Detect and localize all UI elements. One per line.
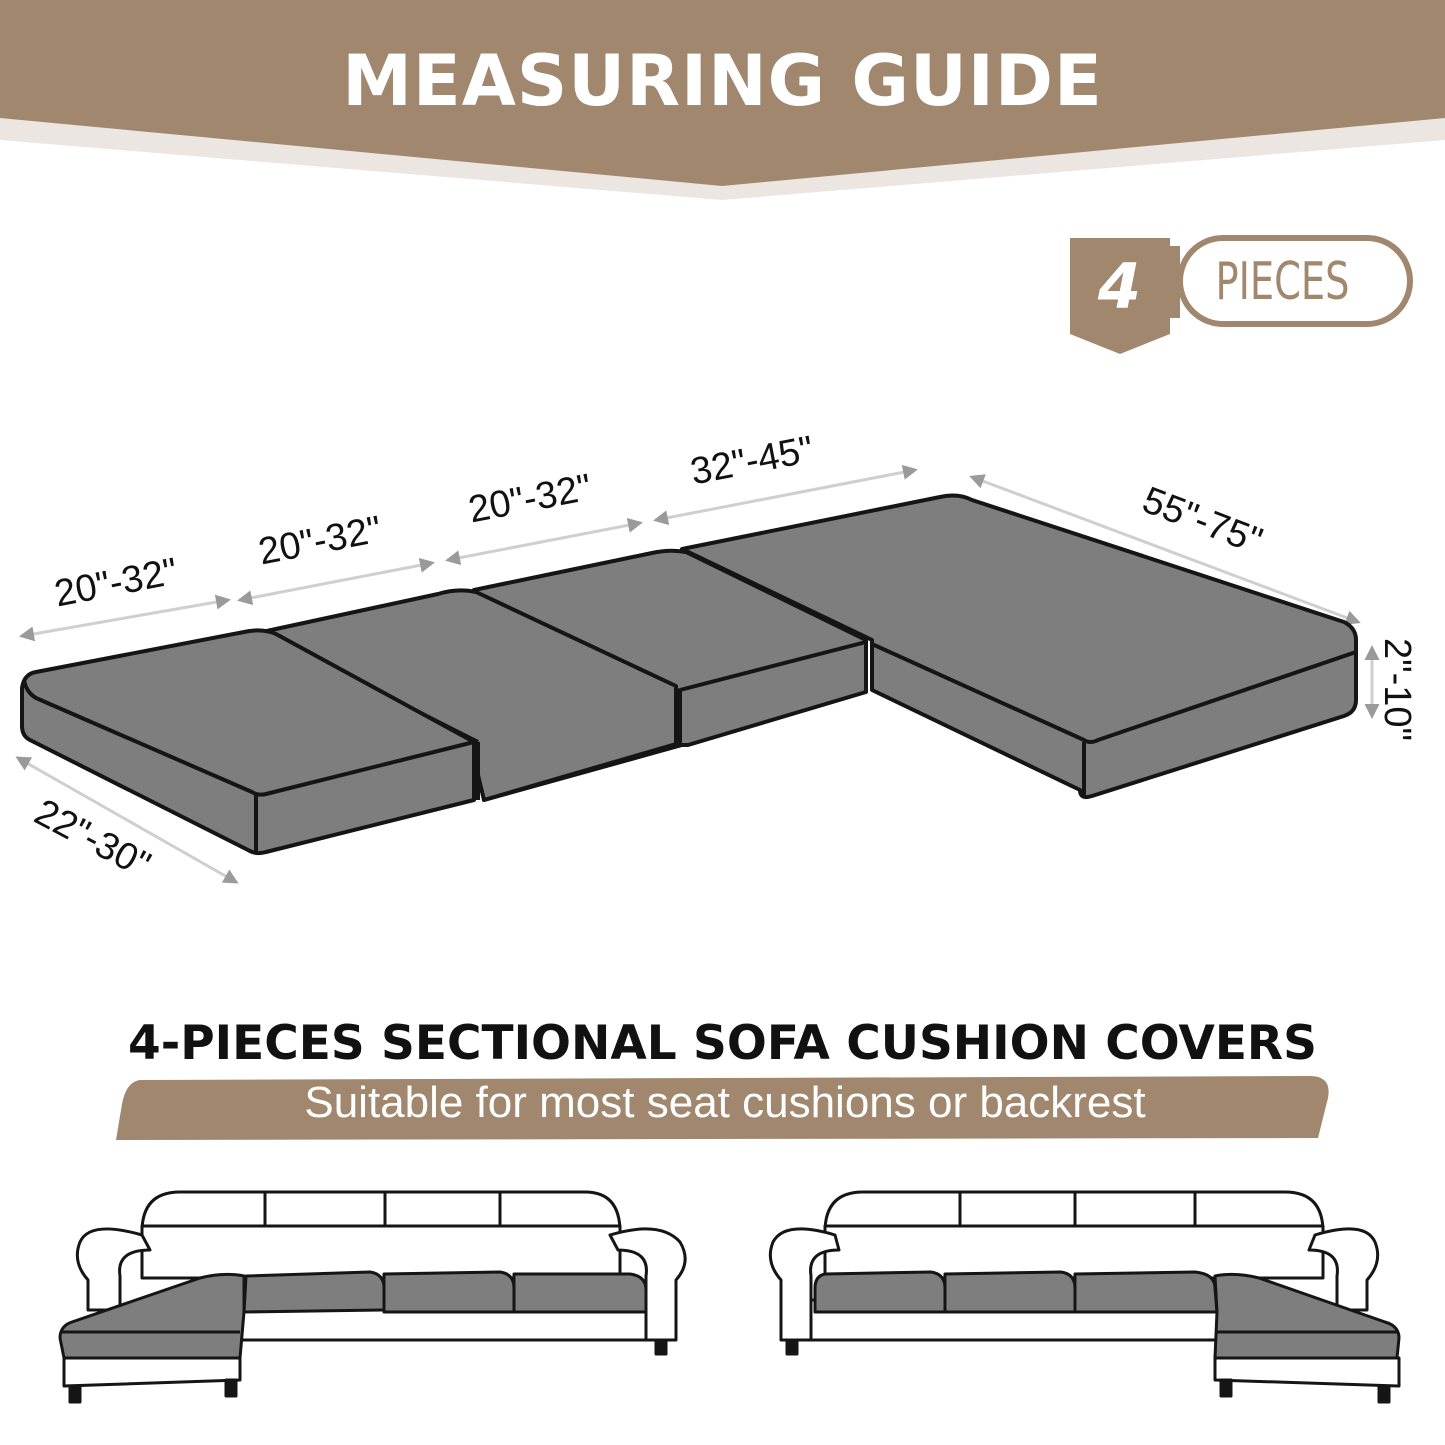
page-title: MEASURING GUIDE	[342, 40, 1103, 122]
sofa-left-chaise-icon	[58, 1190, 687, 1404]
pieces-count: 4	[1097, 250, 1142, 323]
pieces-label: PIECES	[1215, 252, 1350, 312]
product-subline: Suitable for most seat cushions or backr…	[304, 1078, 1146, 1127]
subline-banner	[116, 1076, 1329, 1140]
cushion-diagram	[15, 464, 1380, 884]
sofa-right-chaise-icon	[768, 1190, 1401, 1404]
dimension-thickness: 2"-10"	[1376, 637, 1419, 742]
pieces-badge	[1070, 235, 1413, 354]
header-banner	[0, 0, 1445, 200]
product-headline: 4-PIECES SECTIONAL SOFA CUSHION COVERS	[128, 1016, 1317, 1071]
